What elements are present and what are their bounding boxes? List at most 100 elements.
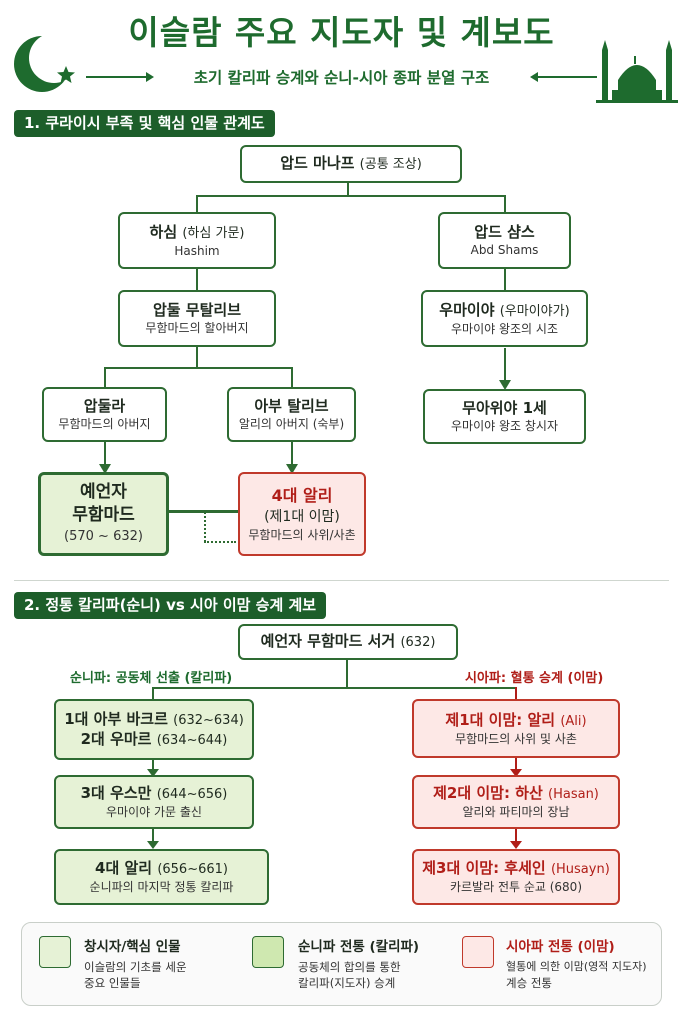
arrowhead	[510, 769, 522, 777]
node-shia-imam-3: 제3대 이맘: 후세인 (Husayn) 카르발라 전투 순교 (680)	[412, 849, 620, 905]
node-note: (Hasan)	[548, 787, 599, 802]
connector	[504, 348, 506, 384]
connector	[104, 367, 106, 387]
node-sub: (570 ~ 632)	[64, 529, 143, 544]
page-subtitle: 초기 칼리파 승계와 순니-시아 종파 분열 구조	[193, 69, 490, 87]
page-title: 이슬람 주요 지도자 및 계보도	[128, 13, 555, 52]
node-note: (공통 조상)	[359, 157, 422, 172]
connector	[152, 687, 516, 689]
legend-desc: 공동체의 합의를 통한	[298, 960, 401, 974]
connector	[152, 760, 154, 773]
arrowhead	[147, 769, 159, 777]
connector	[152, 829, 154, 846]
legend-title: 창시자/핵심 인물	[84, 939, 181, 955]
subtitle-right-arrow	[537, 76, 597, 78]
node-name: 제1대 이맘: 알리	[445, 710, 556, 729]
section2-heading: 2. 정통 칼리파(순니) vs 시아 이맘 승계 계보	[14, 592, 327, 619]
legend: 창시자/핵심 인물 이슬람의 기초를 세운 중요 인물들 순니파 전통 (칼리파…	[21, 922, 662, 1006]
legend-title: 순니파 전통 (칼리파)	[298, 939, 420, 955]
node-name: 압드 마나프	[280, 154, 355, 172]
connector	[504, 268, 506, 291]
node-name: 예언자 무함마드 서거	[260, 632, 396, 650]
node-name: 하심	[149, 222, 178, 241]
node-ali: 4대 알리 (제1대 이맘) 무함마드의 사위/사촌	[238, 472, 366, 556]
node-note: (제1대 이맘)	[264, 509, 340, 525]
subtitle-left-arrow-head	[146, 72, 154, 82]
section1-heading: 1. 쿠라이시 부족 및 핵심 인물 관계도	[14, 110, 275, 137]
node-name: 압드 샴스	[474, 223, 535, 241]
connector	[196, 268, 198, 291]
node-abu-talib: 아부 탈리브 알리의 아버지 (숙부)	[227, 387, 356, 442]
connector-shia	[515, 829, 517, 846]
legend-desc: 중요 인물들	[84, 976, 141, 990]
node-sub: 알리와 파티마의 장남	[462, 805, 570, 819]
node-note: (632~634)	[173, 712, 244, 728]
node-name: 3대 우스만	[80, 784, 152, 802]
node-abd-muttalib: 압둘 무탈리브 무함마드의 할아버지	[118, 290, 276, 347]
node-sub: 우마이야 왕조 창시자	[451, 419, 558, 433]
node-succession-root: 예언자 무함마드 서거 (632)	[238, 624, 458, 660]
connector	[104, 367, 292, 369]
arrowhead	[499, 380, 511, 390]
connector	[196, 346, 198, 368]
legend-desc: 이슬람의 기초를 세운	[84, 960, 187, 974]
node-hashim: 하심 (하심 가문) Hashim	[118, 212, 276, 269]
legend-desc: 혈통에 의한 이맘(영적 지도자)	[506, 960, 647, 973]
node-name: 4대 알리	[271, 486, 333, 505]
connector-shia	[515, 687, 517, 700]
node-name: 무함마드	[72, 505, 135, 525]
node-name: 제3대 이맘: 후세인	[422, 859, 546, 877]
node-sub: Hashim	[174, 243, 220, 258]
subtitle-right-arrow-head	[530, 72, 538, 82]
legend-title: 시아파 전통 (이맘)	[506, 939, 615, 955]
connector-shia	[515, 758, 517, 773]
node-muawiya: 무아위야 1세 우마이야 왕조 창시자	[423, 389, 586, 444]
legend-desc: 계승 전통	[506, 976, 552, 990]
arrowhead	[147, 841, 159, 849]
node-abdullah: 압둘라 무함마드의 아버지	[42, 387, 167, 442]
dotted-connector	[204, 512, 206, 542]
node-shia-imam-1: 제1대 이맘: 알리 (Ali) 무함마드의 사위 및 사촌	[412, 699, 620, 758]
node-abd-manaf: 압드 마나프 (공통 조상)	[240, 145, 462, 183]
connector	[152, 687, 154, 700]
node-name: 제2대 이맘: 하산	[433, 784, 543, 802]
node-note: (하심 가문)	[182, 225, 245, 241]
node-sub: 우마이야 가문 출신	[106, 805, 202, 819]
arrowhead	[510, 841, 522, 849]
node-name: 무아위야 1세	[462, 399, 547, 417]
node-sunni-ali: 4대 알리 (656~661) 순니파의 마지막 정통 칼리파	[54, 849, 269, 905]
arrowhead	[99, 464, 111, 474]
legend-swatch-founders	[39, 936, 71, 968]
node-note: (644~656)	[156, 787, 228, 802]
crescent-star-icon	[14, 33, 79, 92]
legend-swatch-shia	[462, 936, 494, 968]
node-sub: 무함마드의 할아버지	[145, 321, 249, 335]
node-name: 우마이야	[439, 300, 495, 319]
node-name: 2대 우마르	[80, 729, 152, 748]
node-name: 압둘 무탈리브	[152, 301, 242, 319]
node-name: 1대 아부 바크르	[64, 709, 168, 728]
mosque-icon	[596, 40, 678, 103]
section-divider	[14, 580, 669, 581]
node-sub: Abd Shams	[470, 243, 539, 257]
connector	[291, 367, 293, 387]
connector	[504, 195, 506, 213]
node-name: 압둘라	[83, 397, 126, 415]
node-abd-shams: 압드 샴스 Abd Shams	[438, 212, 571, 269]
node-name: 4대 알리	[95, 859, 153, 877]
node-name: 예언자	[80, 482, 127, 502]
node-sunni-caliphs-1-2: 1대 아부 바크르 (632~634) 2대 우마르 (634~644)	[54, 699, 254, 760]
node-sub: 무함마드의 사위/사촌	[248, 528, 356, 542]
dotted-connector	[204, 541, 236, 543]
node-sub: 순니파의 마지막 정통 칼리파	[89, 880, 234, 894]
legend-swatch-sunni	[252, 936, 284, 968]
connector	[346, 660, 348, 688]
connector	[196, 195, 505, 197]
sunni-branch-label: 순니파: 공동체 선출 (칼리파)	[70, 671, 233, 686]
marriage-connector	[168, 510, 240, 513]
connector	[104, 441, 106, 468]
node-note: (Ali)	[560, 713, 587, 729]
connector	[291, 441, 293, 468]
node-name: 아부 탈리브	[254, 397, 329, 415]
shia-branch-label: 시아파: 혈통 승계 (이맘)	[465, 671, 604, 686]
